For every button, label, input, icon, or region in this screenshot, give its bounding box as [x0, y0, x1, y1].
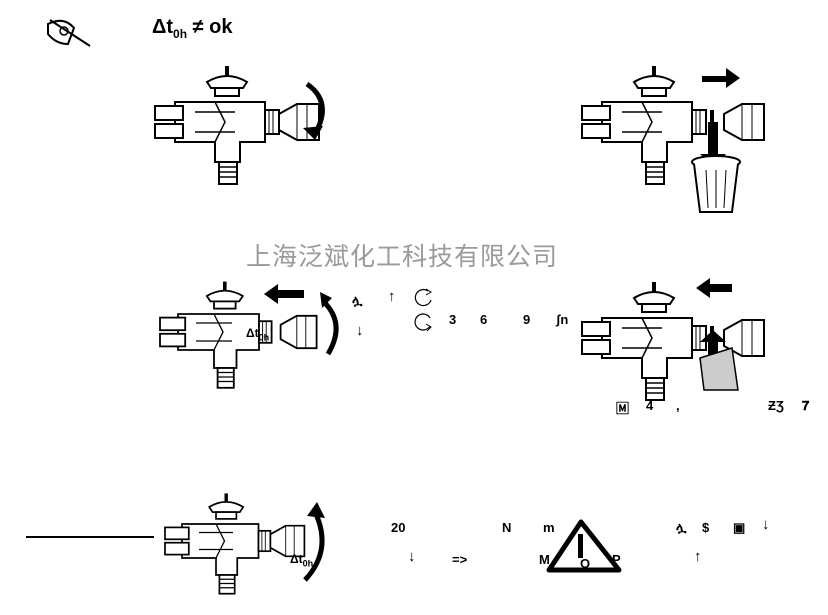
delta-t-sub: 0h [173, 27, 188, 41]
arrow-up-icon [700, 330, 726, 368]
rotate-counterclockwise-icon [414, 312, 434, 332]
torque-unit-n: N [502, 520, 512, 535]
valve-illustration-refit-cap [581, 278, 782, 401]
valve-illustration-adjust [159, 278, 360, 389]
valve-illustration-tighten [164, 490, 345, 610]
rotate-clockwise-icon [414, 288, 434, 308]
implies-arrow: => [452, 552, 468, 567]
not-equal-sign: ≠ [192, 16, 204, 38]
mop-letter: O [580, 556, 591, 571]
arrow-down-icon: ↓ [408, 548, 416, 565]
turns-value: 6 [480, 312, 488, 327]
arrow-left-icon [264, 284, 304, 304]
step4-text: 𝟕 [802, 398, 810, 413]
torque-value: 20 [391, 520, 406, 535]
arrow-left-icon [696, 278, 732, 298]
turns-value: 3 [449, 312, 457, 327]
turns-value: 9 [523, 312, 531, 327]
step4-text: ƵƷ [768, 398, 784, 413]
valve-illustration-rotate [154, 62, 335, 185]
warning-triangle-icon [545, 518, 625, 574]
arrow-right-icon [702, 68, 740, 88]
arrow-down-icon [700, 122, 726, 166]
step4-text: 4 [646, 398, 654, 413]
step5-glyph: $ [702, 520, 710, 535]
valve-illustration-remove-cap [581, 62, 782, 222]
mop-letter: P [612, 552, 621, 567]
ok-label: ok [209, 16, 233, 38]
arrow-down-icon: ↓ [762, 516, 770, 533]
symbol-glyph: ሏ [352, 293, 363, 308]
step4-text: , [676, 398, 680, 413]
step5-glyph: ሏ [676, 520, 687, 535]
step4-text: 🄼 [616, 401, 630, 416]
header-superheat-not-ok: Δt0h ≠ ok [152, 16, 233, 41]
step5-glyph: ▣ [733, 520, 746, 535]
arrow-up-icon: ↑ [388, 288, 396, 305]
arrow-down-icon: ↓ [356, 322, 364, 339]
arrow-up-icon: ↑ [694, 548, 702, 565]
rotate-arrow-icon [303, 510, 325, 582]
new-cap-box-icon [699, 347, 739, 391]
trash-bin-icon [691, 155, 741, 213]
delta-t-label: Δt [152, 16, 174, 38]
delta-t-label: Δt0h [290, 552, 314, 569]
separator-line [26, 536, 154, 538]
delta-t-label: Δt0h [246, 326, 270, 343]
note-pen-icon [44, 14, 94, 50]
torque-unit-m: m [543, 520, 555, 535]
watermark: 上海泛斌化工科技有限公司 [246, 242, 559, 271]
mop-letter: M [539, 552, 550, 567]
rotate-arrow-icon [322, 300, 339, 356]
turns-unit: ʃn [556, 312, 569, 327]
